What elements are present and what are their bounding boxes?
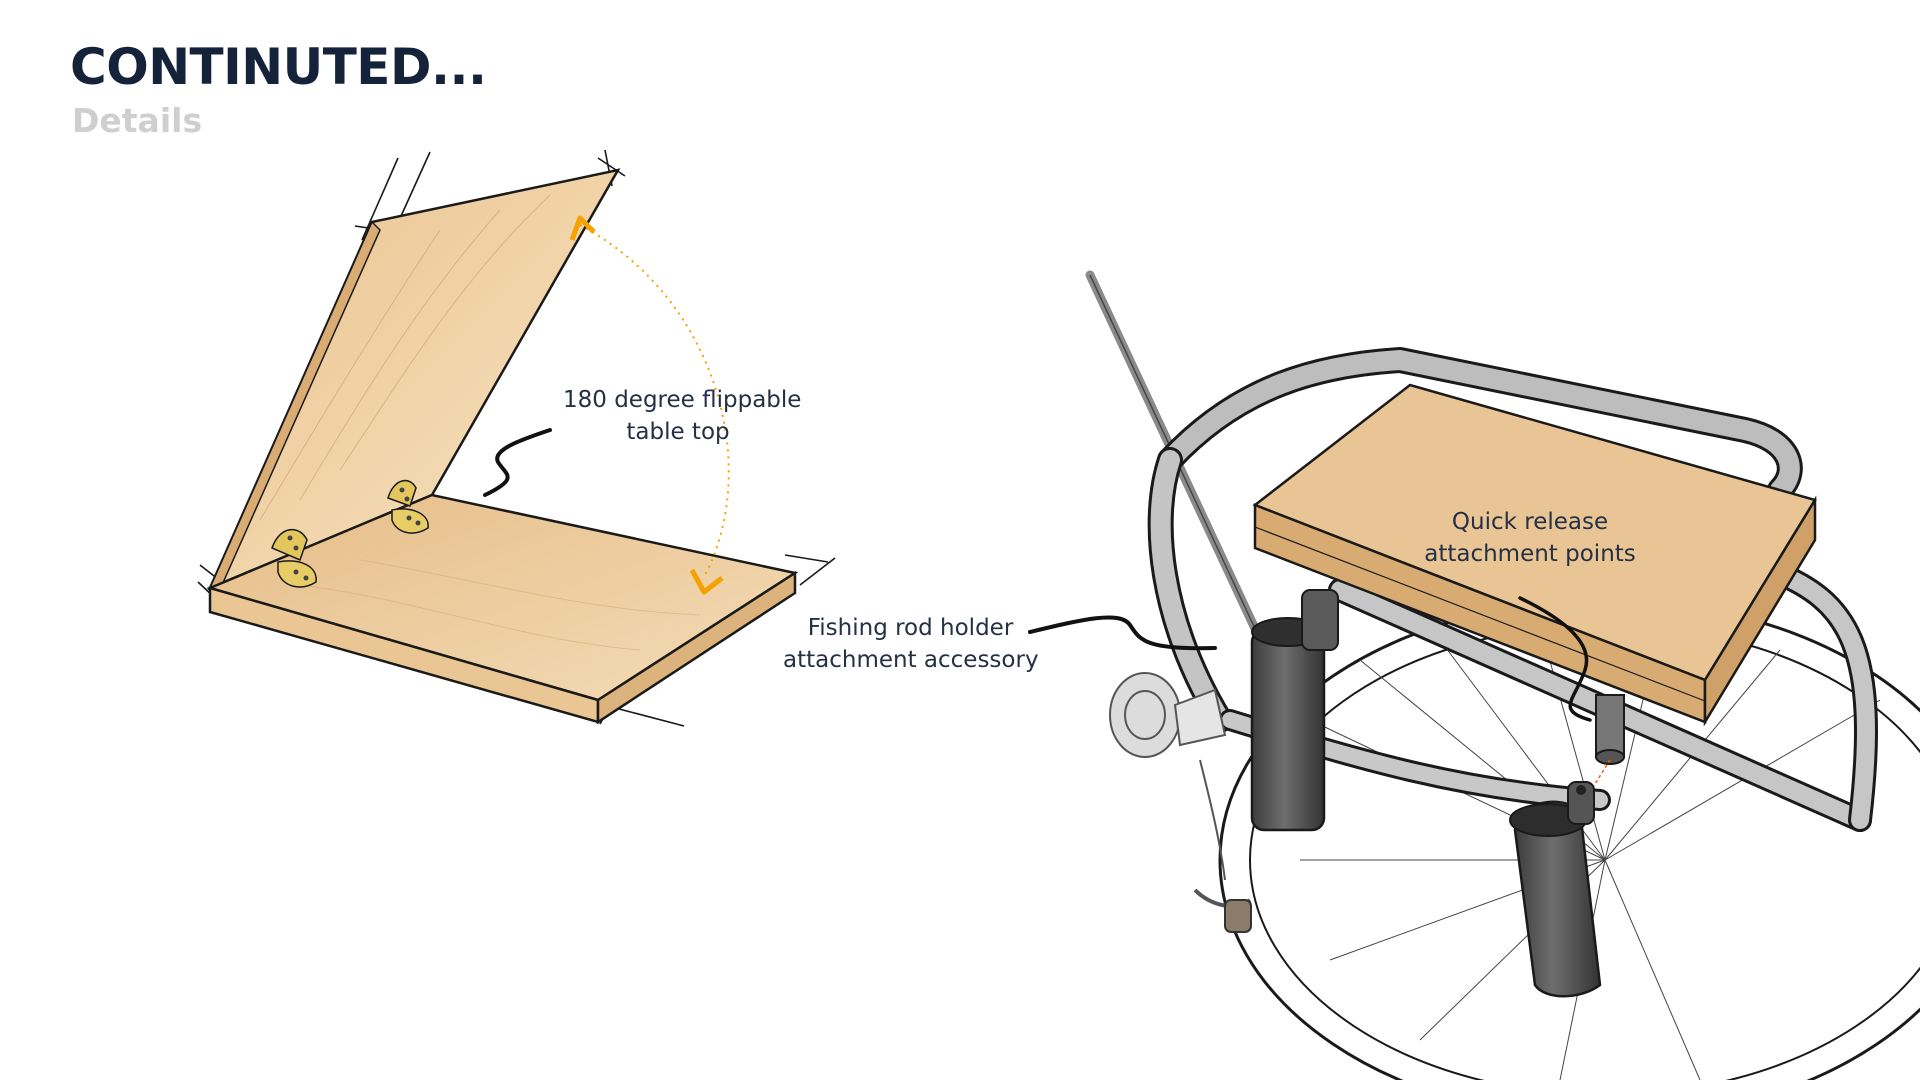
callout-flip-line2: table top [626,419,730,445]
brass-hinge-left [271,529,317,588]
bike-rack-illustration [1028,270,1920,1080]
arrowhead-up-icon [569,215,596,241]
fishing-reel [1109,672,1252,933]
callout-rod-holder-line2: attachment accessory [783,647,1039,673]
leader-line-rod-holder [1028,615,1217,651]
lid-wood-grain [259,194,551,521]
rotation-arc [579,224,730,576]
callout-quick-release: Quick release attachment points [1410,506,1650,570]
base-wood-grain [299,559,701,651]
brass-hinge-right [387,479,429,534]
flip-table-illustration [197,149,836,727]
rod-holder-left [1250,589,1339,832]
leader-line-flip [483,428,552,497]
callout-flip-table: 180 degree flippable table top [563,384,802,448]
quick-release-mount [1584,694,1625,801]
callout-quick-release-line2: attachment points [1424,541,1636,567]
callout-rod-holder: Fishing rod holder attachment accessory [783,612,1039,676]
leader-line-quick-release [1518,596,1592,722]
callout-flip-line1: 180 degree flippable [563,387,802,413]
rack-wood-side-edge [1703,495,1817,727]
page-subtitle: Details [72,101,203,140]
callout-quick-release-line1: Quick release [1451,509,1609,535]
table-base-side-edge [596,570,797,725]
rod-holder-detached [1509,781,1602,998]
callout-rod-holder-line1: Fishing rod holder [807,615,1014,641]
page-title: CONTINUTED... [70,38,487,96]
arrowhead-down-icon [689,568,724,595]
